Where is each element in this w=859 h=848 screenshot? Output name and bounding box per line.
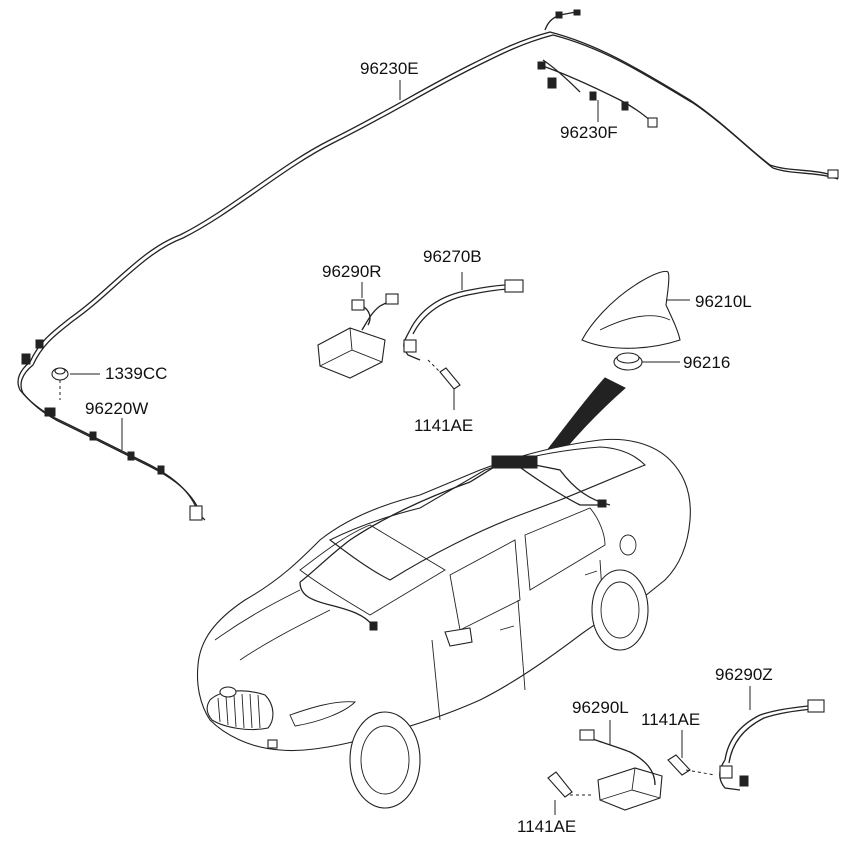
label-96290Z: 96290Z xyxy=(715,665,773,684)
label-96230E: 96230E xyxy=(360,59,419,78)
harness-96230F xyxy=(537,59,658,128)
part-labels: 96230E 96230F 96290R 96270B 96210L 96216… xyxy=(85,59,773,836)
label-1141AE-right: 1141AE xyxy=(641,710,700,729)
bolt-1141AE-right xyxy=(667,730,716,776)
cable-96270B xyxy=(403,272,524,361)
label-1339CC: 1339CC xyxy=(105,364,167,383)
label-96290L: 96290L xyxy=(572,698,629,717)
label-1141AE-mid: 1141AE xyxy=(414,416,473,435)
module-96290R xyxy=(317,282,399,379)
label-96290R: 96290R xyxy=(322,262,382,281)
label-96220W: 96220W xyxy=(85,399,148,418)
bolt-1141AE-mid xyxy=(427,359,461,410)
antenna-96210L xyxy=(581,270,690,349)
label-1141AE-bottom: 1141AE xyxy=(517,817,576,836)
roof-harness-96230E xyxy=(29,9,839,366)
label-96230F: 96230F xyxy=(560,123,618,142)
harness-96220W xyxy=(17,339,206,521)
module-96290L xyxy=(579,720,663,811)
cable-96290Z xyxy=(719,686,825,791)
label-96210L: 96210L xyxy=(695,292,752,311)
label-96216: 96216 xyxy=(683,353,730,372)
grommet-1339CC xyxy=(51,367,100,400)
car-illustration xyxy=(196,438,691,809)
pad-96216 xyxy=(613,352,680,371)
bolt-1141AE-bottom xyxy=(547,771,592,815)
label-96270B: 96270B xyxy=(423,247,482,266)
